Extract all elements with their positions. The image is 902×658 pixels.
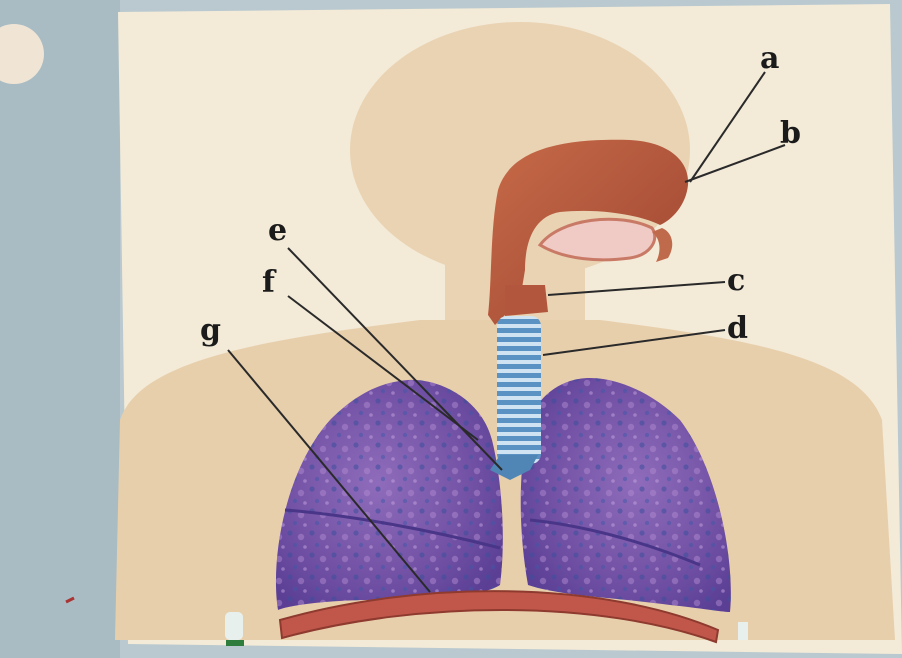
label-d: d (727, 311, 748, 346)
label-a: a (760, 41, 779, 76)
trachea-tube (497, 316, 541, 464)
label-e: e (268, 213, 287, 248)
frame-left-edge (0, 0, 120, 658)
label-g: g (200, 313, 221, 348)
label-c: c (727, 263, 745, 298)
bottom-mark-right (738, 622, 748, 640)
trachea (490, 316, 541, 480)
label-f: f (262, 265, 277, 300)
bottom-mark-left (225, 612, 243, 640)
bottom-mark-left-base (226, 640, 244, 646)
larynx-shape (505, 285, 548, 316)
label-b: b (780, 116, 801, 151)
